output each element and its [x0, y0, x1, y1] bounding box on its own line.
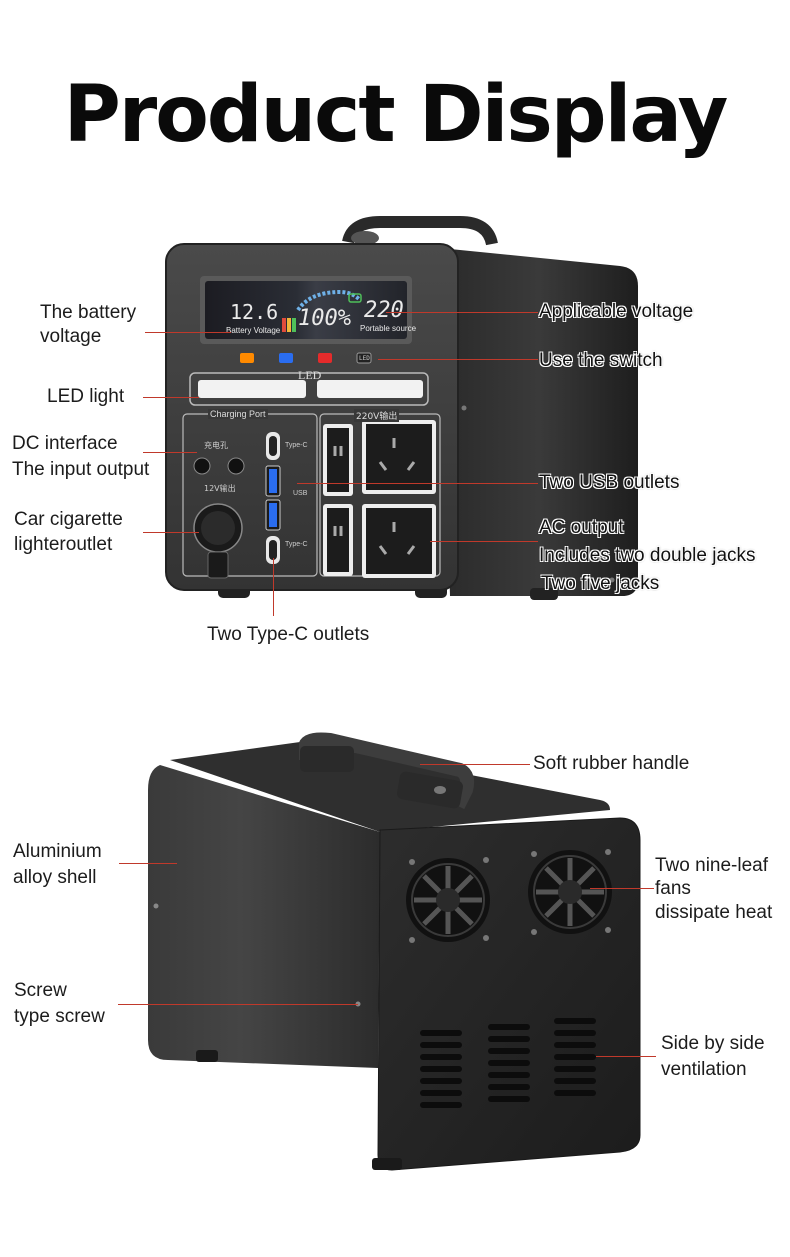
label-led-light: LED light: [47, 386, 125, 407]
label-applicable-voltage: Applicable voltage: [539, 301, 694, 322]
leader-switch: [378, 359, 538, 360]
led-caption: LED: [298, 368, 322, 382]
label-battery-voltage-1: The battery: [40, 302, 137, 323]
leader-voltage: [386, 312, 538, 313]
leader-battery: [145, 332, 231, 333]
fan-left: [406, 857, 490, 943]
label-ventilation-2: ventilation: [661, 1059, 747, 1080]
lcd-percent: 100%: [298, 306, 351, 331]
page-title: Product Display: [63, 70, 729, 160]
fan-right: [528, 849, 612, 935]
typec-bottom-caption: Type-C: [285, 541, 308, 548]
lcd-voltage-value: 220: [364, 298, 404, 323]
label-fans-3: dissipate heat: [655, 902, 773, 923]
charging-port-caption: Charging Port: [208, 409, 268, 419]
label-use-switch: Use the switch: [539, 350, 663, 371]
car-caption: 12V输出: [204, 484, 236, 493]
leader-ac: [430, 541, 538, 542]
label-dc-interface-1: DC interface: [12, 433, 118, 454]
label-screw-1: Screw: [14, 980, 67, 1001]
led-button-label: LED: [359, 355, 370, 362]
label-fans-2: fans: [655, 878, 691, 899]
leader-usb: [297, 483, 538, 484]
ac-output-caption: 220V输出: [354, 409, 400, 422]
typec-top-caption: Type-C: [285, 442, 308, 449]
dc-caption: 充电孔: [204, 441, 228, 450]
leader-screw: [118, 1004, 358, 1005]
label-aluminium-1: Aluminium: [13, 841, 102, 862]
label-soft-rubber-handle: Soft rubber handle: [533, 753, 690, 774]
label-ac-output-1: AC output: [539, 517, 624, 538]
label-ventilation-1: Side by side: [661, 1033, 765, 1054]
label-fans-1: Two nine-leaf: [655, 855, 769, 876]
leader-car: [143, 532, 199, 533]
label-two-usb: Two USB outlets: [539, 472, 680, 493]
label-aluminium-2: alloy shell: [13, 867, 97, 888]
lcd-battery-value: 12.6: [230, 300, 279, 324]
leader-dc: [143, 452, 197, 453]
label-dc-interface-2: The input output: [12, 459, 150, 480]
leader-handle: [420, 764, 530, 765]
lcd-voltage-caption: Portable source: [360, 324, 417, 333]
label-car-cigarette-2: lighteroutlet: [14, 534, 113, 555]
leader-led: [143, 397, 199, 398]
leader-shell: [119, 863, 177, 864]
leader-typec: [273, 558, 274, 616]
label-battery-voltage-2: voltage: [40, 326, 102, 347]
leader-fans: [590, 888, 654, 889]
label-car-cigarette-1: Car cigarette: [14, 509, 123, 530]
leader-ventilation: [596, 1056, 656, 1057]
label-screw-2: type screw: [14, 1006, 105, 1027]
label-two-typec: Two Type-C outlets: [207, 624, 370, 645]
label-ac-output-3: Two five jacks: [541, 573, 660, 594]
front-device-illustration: [165, 216, 638, 600]
label-ac-output-2: Includes two double jacks: [539, 545, 756, 566]
usb-caption: USB: [293, 490, 308, 497]
lcd-battery-caption: Battery Voltage: [226, 326, 281, 335]
